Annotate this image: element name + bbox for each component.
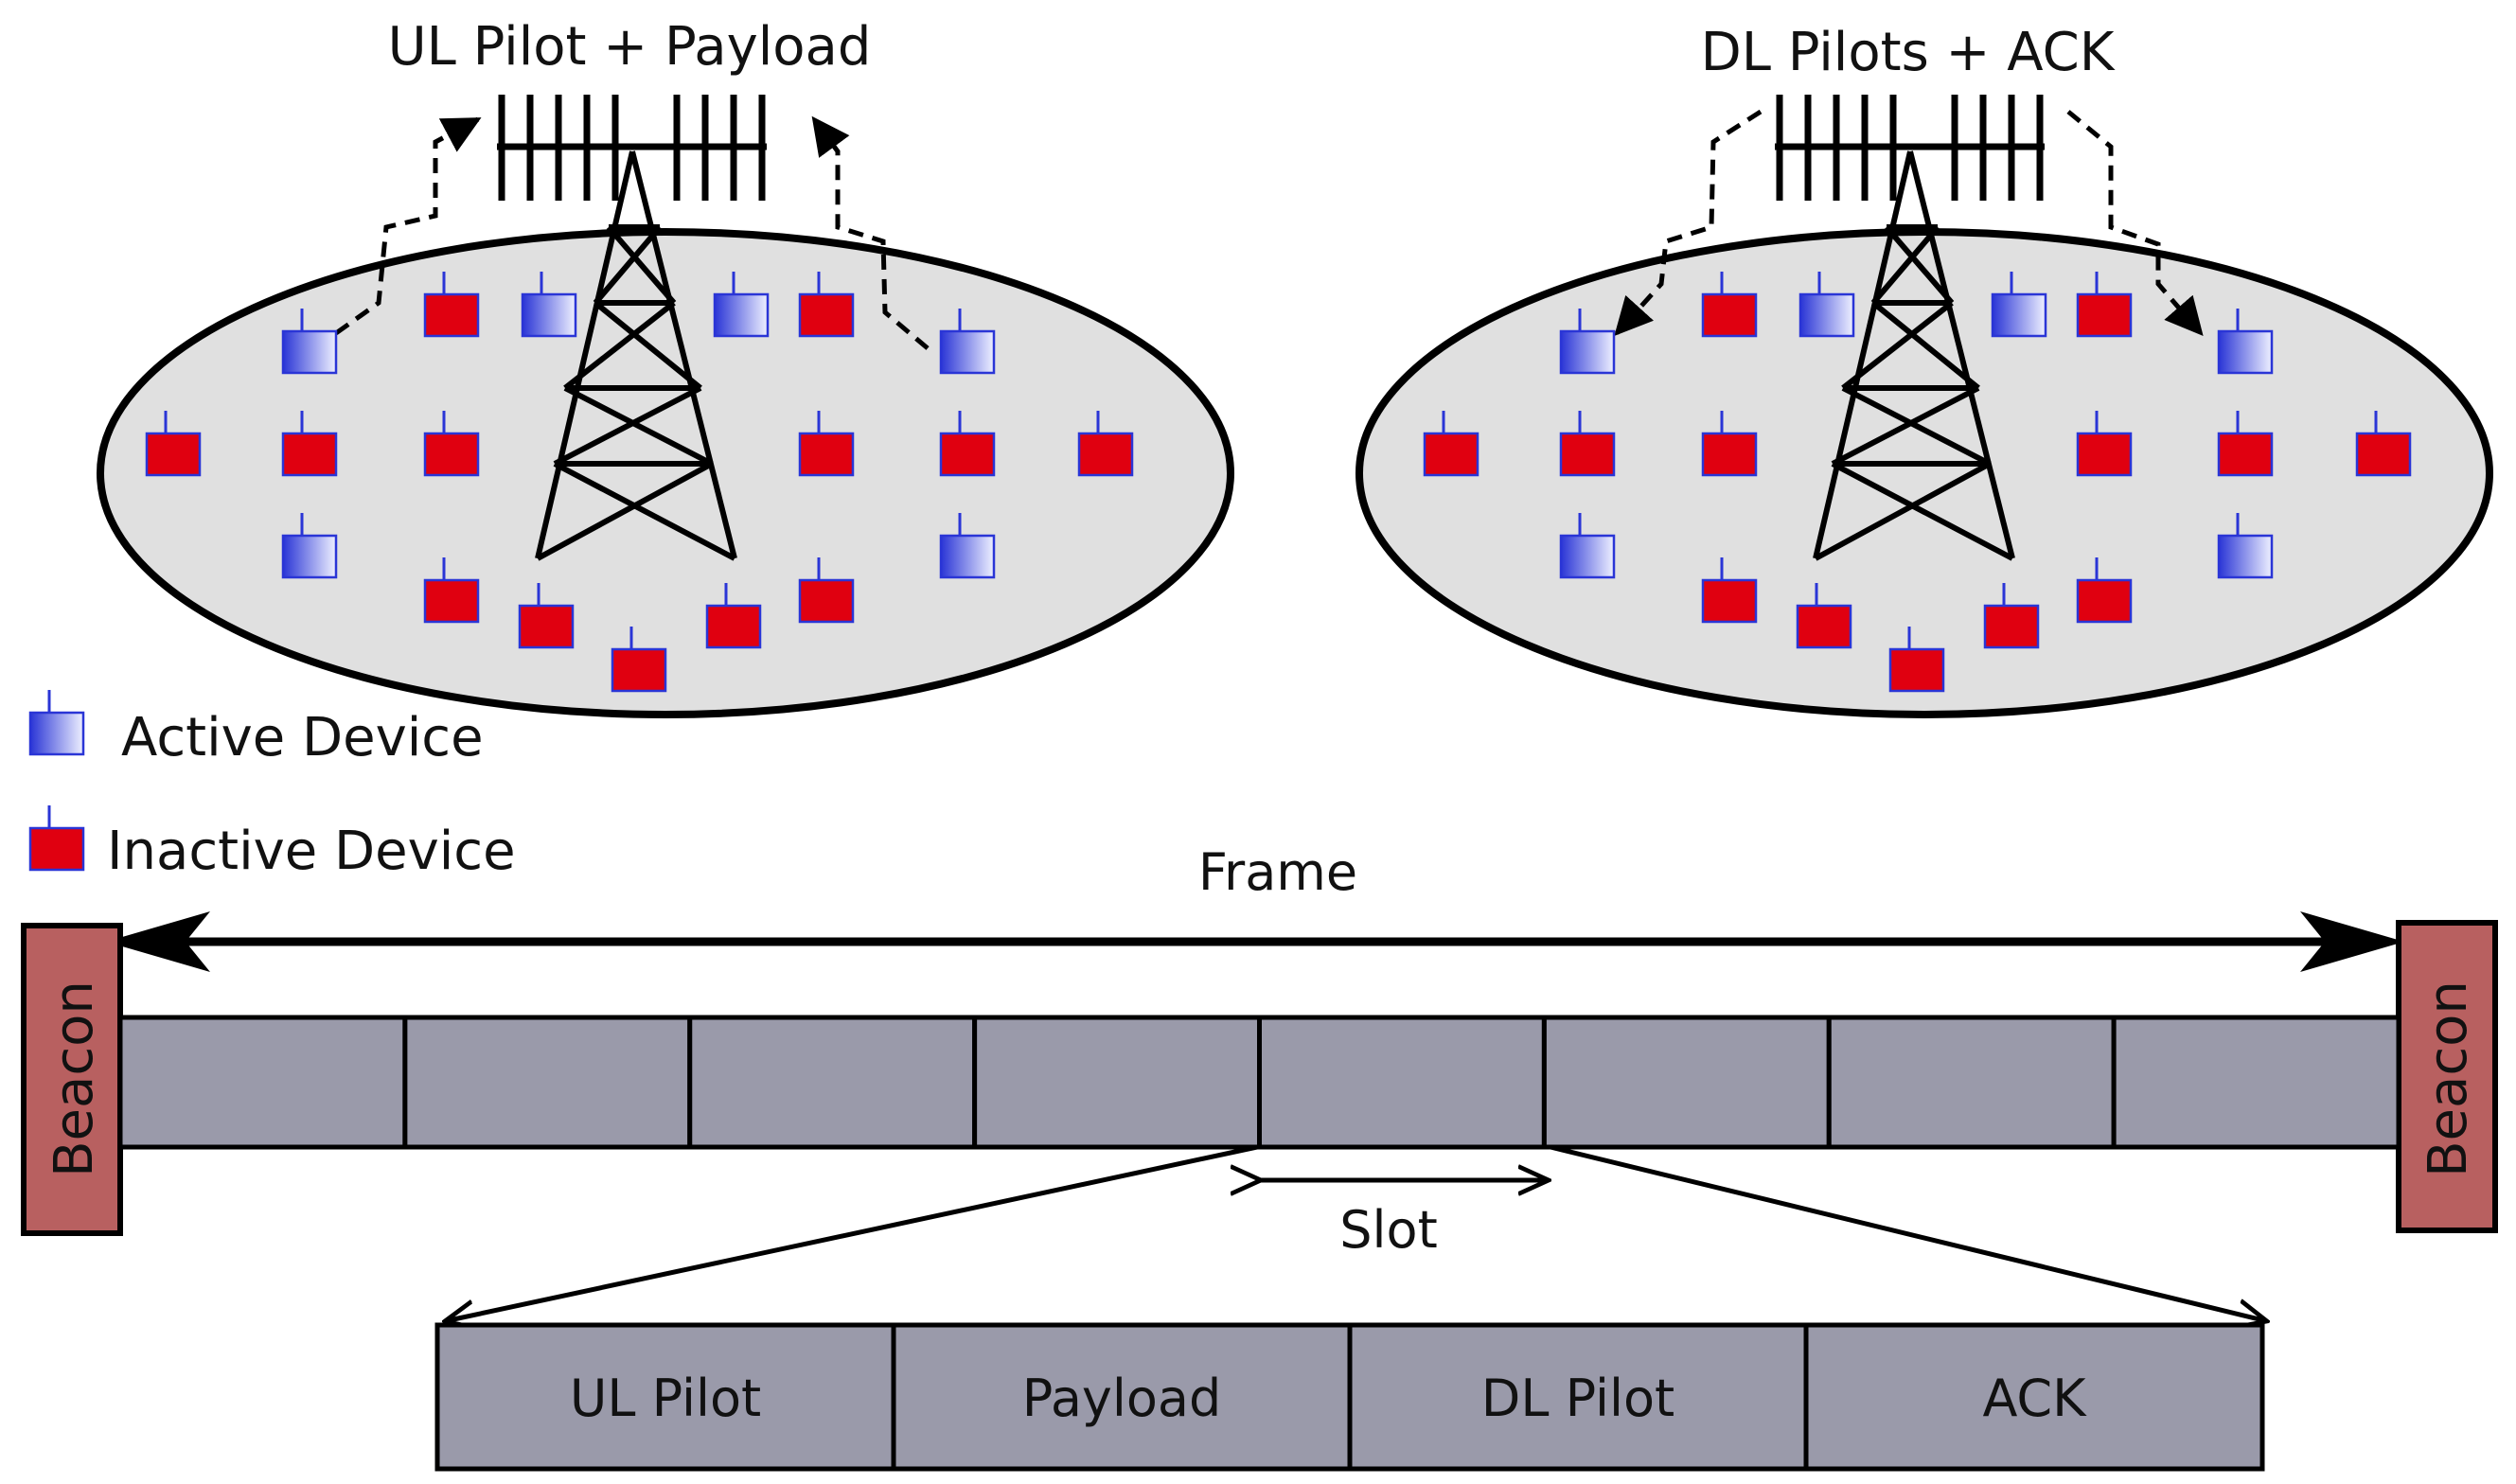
device-cluster-uplink: [145, 272, 1134, 693]
frame-slot: [2111, 1015, 2401, 1150]
inactive-device: [2355, 411, 2412, 477]
legend-inactive-device-icon: [28, 805, 85, 872]
inactive-device: [2076, 272, 2133, 338]
downlink-arrows: [1614, 109, 2204, 337]
slot-zoom-lines: [445, 1144, 2267, 1321]
inactive-device: [611, 627, 667, 693]
frame-slot: [972, 1015, 1262, 1150]
slot-phase-label: Payload: [1022, 1369, 1222, 1428]
beacon-right: Beacon: [2396, 920, 2498, 1233]
inactive-device: [423, 272, 480, 338]
frame-span-arrow: [106, 911, 2404, 972]
legend: Active Device Inactive Device: [28, 690, 516, 882]
active-device: [521, 272, 577, 338]
frame-slot: [1257, 1015, 1547, 1150]
cell-caption: UL Pilot + Payload: [388, 16, 872, 78]
beacon-left: Beacon: [21, 923, 123, 1236]
inactive-device: [518, 583, 575, 649]
frame-label: Frame: [1198, 842, 1357, 902]
slot-phase-label: DL Pilot: [1481, 1369, 1674, 1428]
frame-slot: [1541, 1015, 1832, 1150]
inactive-device: [1077, 411, 1134, 477]
inactive-device: [1888, 627, 1945, 693]
inactive-device: [2076, 411, 2133, 477]
uplink-arrow-right: [811, 115, 930, 350]
slot-phase-box: [1803, 1322, 2265, 1472]
active-device: [281, 309, 338, 375]
inactive-device: [798, 411, 855, 477]
cell-coverage-area: [1355, 228, 2493, 718]
active-device: [1559, 309, 1616, 375]
active-device: [713, 272, 770, 338]
cell-uplink: UL Pilot + Payload: [97, 16, 1234, 718]
slot-phase-label: ACK: [1982, 1369, 2087, 1428]
frame-slot: [402, 1015, 693, 1150]
inactive-device: [2217, 411, 2274, 477]
legend-inactive-label: Inactive Device: [107, 821, 516, 882]
base-station-tower: [535, 150, 737, 561]
inactive-device: [1796, 583, 1852, 649]
device-cluster-downlink: [1423, 272, 2412, 693]
inactive-device: [1701, 557, 1758, 624]
inactive-device: [939, 411, 996, 477]
legend-active-label: Active Device: [121, 707, 484, 768]
cell-caption: DL Pilots + ACK: [1701, 22, 2116, 83]
active-device: [1991, 272, 2047, 338]
active-device-icon: [28, 690, 85, 756]
active-device: [1559, 513, 1616, 579]
cell-downlink: DL Pilots + ACK: [1355, 22, 2493, 718]
frame-slots: [117, 1015, 2401, 1150]
inactive-device: [1423, 411, 1479, 477]
frame-slot: [117, 1015, 408, 1150]
inactive-device-icon: [28, 805, 85, 872]
inactive-device: [423, 411, 480, 477]
slot-detail: UL Pilot Payload DL Pilot ACK: [434, 1322, 2265, 1472]
active-device: [2217, 513, 2274, 579]
beacon-left-label: Beacon: [44, 980, 105, 1177]
downlink-arrow-right: [2066, 110, 2204, 337]
inactive-device: [1983, 583, 2040, 649]
beacon-right-label: Beacon: [2418, 980, 2479, 1177]
inactive-device: [1701, 272, 1758, 338]
slot-label: Slot: [1339, 1200, 1438, 1260]
uplink-arrow-left: [334, 116, 482, 336]
frame-slot: [687, 1015, 978, 1150]
inactive-device: [1701, 411, 1758, 477]
inactive-device: [145, 411, 202, 477]
active-device: [281, 513, 338, 579]
active-device: [1798, 272, 1855, 338]
legend-active-device-icon: [28, 690, 85, 756]
base-station-antenna-array: [497, 95, 767, 201]
base-station-antenna-array: [1775, 95, 2045, 201]
active-device: [2217, 309, 2274, 375]
inactive-device: [798, 272, 855, 338]
inactive-device: [423, 557, 480, 624]
slot-phase-box: [1347, 1322, 1809, 1472]
inactive-device: [281, 411, 338, 477]
inactive-device: [798, 557, 855, 624]
slot-phase-box: [891, 1322, 1353, 1472]
inactive-device: [1559, 411, 1616, 477]
frame-slot: [1826, 1015, 2117, 1150]
slot-phase-label: UL Pilot: [570, 1369, 761, 1428]
frame-structure: Frame Beacon Beacon Slot UL Pilot Payload…: [21, 842, 2498, 1472]
uplink-arrows: [334, 115, 930, 350]
inactive-device: [705, 583, 762, 649]
inactive-device: [2076, 557, 2133, 624]
active-device: [939, 309, 996, 375]
base-station-tower: [1813, 150, 2015, 561]
active-device: [939, 513, 996, 579]
